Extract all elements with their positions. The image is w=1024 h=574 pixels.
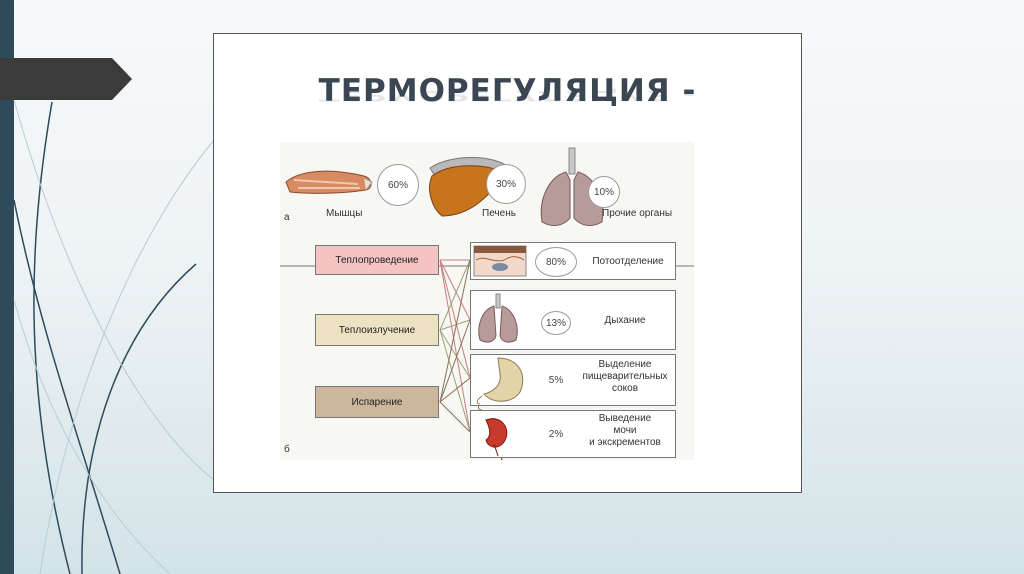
percent-liver: 30% <box>486 164 526 204</box>
slide-title: ТЕРМОРЕГУЛЯЦИЯ - <box>318 73 697 109</box>
liver-icon <box>429 157 511 217</box>
muscle-icon <box>285 170 373 194</box>
label-excretion-line-2: мочи <box>613 425 637 436</box>
section-arrow-tab <box>0 58 132 100</box>
label-breathing: Дыхание <box>604 315 646 326</box>
connection-lines <box>439 259 471 433</box>
mechanism-heat-conduction: Теплопроведение <box>315 245 439 275</box>
decorative-swirls <box>13 99 215 574</box>
percent-other-organs: 10% <box>588 176 620 208</box>
label-other-organs: Прочие органы <box>602 208 673 219</box>
thermoregulation-figure: а 60% Мышцы 30% Печень 10% Прочие органы… <box>280 142 694 460</box>
panel-b-label: б <box>284 444 290 455</box>
sidebar-strip <box>0 0 14 574</box>
percent-excretion: 2% <box>545 425 567 443</box>
label-muscles: Мышцы <box>326 208 363 219</box>
lungs-icon-top <box>540 147 604 226</box>
percent-breathing: 13% <box>541 311 571 335</box>
mechanism-heat-radiation: Теплоизлучение <box>315 314 439 346</box>
label-digestive-line-2: пищеварительных <box>582 371 668 382</box>
panel-a-label: а <box>284 212 290 223</box>
percent-muscles: 60% <box>377 164 419 206</box>
label-excretion-line-1: Выведение <box>598 413 652 424</box>
slide-title-reflection: ТЕРМОРЕГУЛЯЦИЯ - <box>318 87 697 104</box>
mechanism-evaporation: Испарение <box>315 386 439 418</box>
label-excretion-line-3: и экскрементов <box>589 437 661 448</box>
output-breathing-box: 13% Дыхание <box>470 290 676 350</box>
label-liver: Печень <box>482 208 516 219</box>
label-digestive-juices: Выделение пищеварительных соков <box>575 359 675 395</box>
label-digestive-line-3: соков <box>611 383 639 394</box>
slide-frame: ТЕРМОРЕГУЛЯЦИЯ - ТЕРМОРЕГУЛЯЦИЯ - <box>213 33 802 493</box>
output-sweating-box: 80% Потоотделение <box>470 242 676 280</box>
percent-sweating: 80% <box>535 247 577 277</box>
label-excretion: Выведение мочи и экскрементов <box>575 413 675 449</box>
output-excretion-box: 2% Выведение мочи и экскрементов <box>470 410 676 458</box>
percent-digestive-juices: 5% <box>545 371 567 389</box>
label-digestive-line-1: Выделение <box>598 359 652 370</box>
label-sweating: Потоотделение <box>592 256 664 267</box>
output-digestive-juices-box: 5% Выделение пищеварительных соков <box>470 354 676 406</box>
